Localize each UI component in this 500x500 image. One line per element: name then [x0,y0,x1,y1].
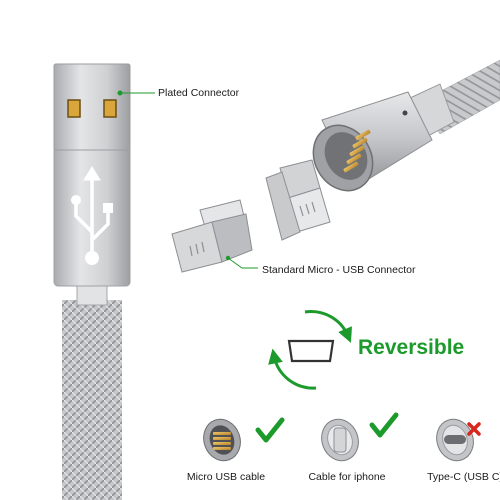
plated-connector-pointer [117,90,155,96]
micro-usb-caption: Micro USB cable [186,471,266,483]
pogo-pins [343,129,371,173]
cross-icon [467,422,481,436]
usb-a-plug [53,63,131,151]
micro-usb-pointer [225,255,258,269]
magnetic-head-cable [312,59,500,192]
micro-usb-magnet-tip-icon [203,418,241,462]
usb-a-cable [53,63,131,500]
standard-micro-usb-label: Standard Micro - USB Connector [262,264,416,276]
iphone-caption: Cable for iphone [308,471,386,483]
plated-connector-label: Plated Connector [158,87,240,99]
check-icon [369,412,399,438]
type-c-caption: Type-C (USB C) [427,471,500,483]
lightning-tip [265,159,331,241]
plug-contact-left [67,99,81,118]
plug-contact-right [103,99,117,118]
micro-usb-port-icon [287,339,335,363]
reversible-label: Reversible [358,336,465,359]
micro-usb-tip [171,199,253,273]
check-icon [255,417,285,443]
usb-c-magnet-tip-icon [436,418,474,462]
braided-cable [62,300,122,500]
reversible-icon [268,310,352,390]
lightning-magnet-tip-icon [321,418,359,462]
led-indicator [402,110,408,116]
usb-trident-icon [71,166,113,265]
